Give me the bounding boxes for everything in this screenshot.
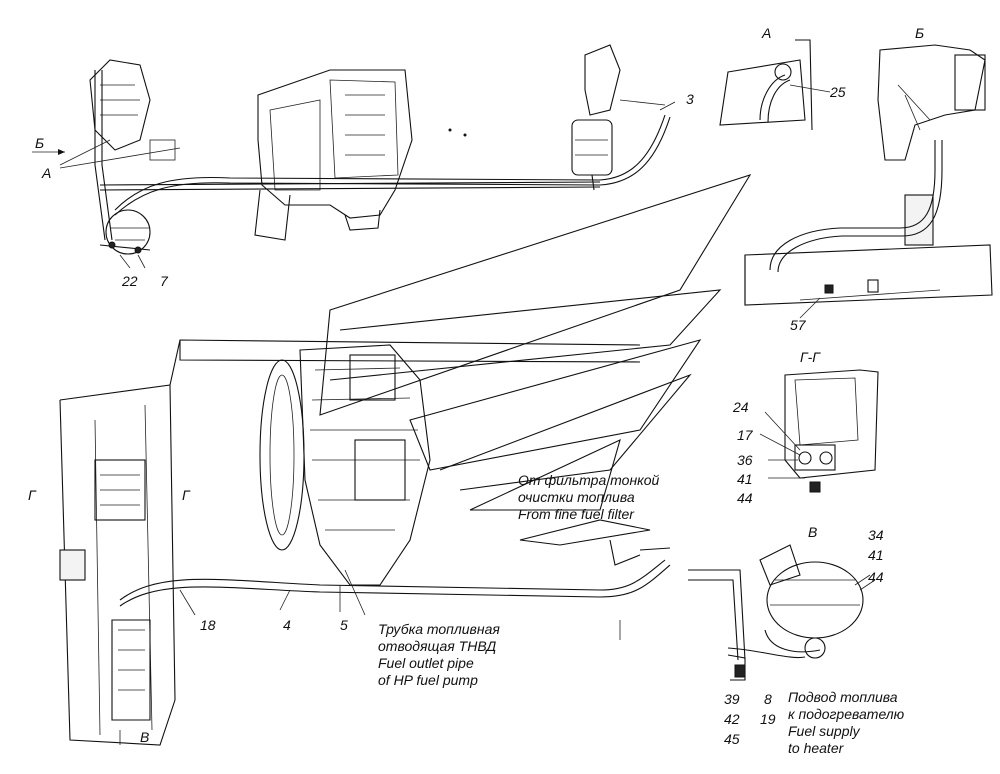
top-main-view bbox=[32, 44, 676, 269]
note-heater-supply-4: to heater bbox=[788, 740, 845, 756]
note-outlet-pipe-2: отводящая ТНВД bbox=[378, 638, 496, 654]
detail-b bbox=[744, 44, 993, 319]
callout-numbers: 3 25 22 7 57 24 17 36 41 44 34 41 44 18 … bbox=[121, 84, 884, 747]
view-labels: А Б Г-Г В Г Г Б А В bbox=[28, 25, 924, 745]
note-fine-filter-2: очистки топлива bbox=[518, 489, 635, 505]
view-arrow-b: Б bbox=[35, 135, 44, 151]
callout-39: 39 bbox=[724, 691, 740, 707]
section-mark-left: Г bbox=[28, 487, 37, 503]
view-label-a: А bbox=[761, 25, 771, 41]
callout-3: 3 bbox=[686, 91, 694, 107]
callout-8: 8 bbox=[764, 691, 772, 707]
note-outlet-pipe-1: Трубка топливная bbox=[378, 621, 500, 637]
callout-5: 5 bbox=[340, 617, 348, 633]
callout-19: 19 bbox=[760, 711, 776, 727]
callout-34: 34 bbox=[868, 527, 884, 543]
callout-41b: 41 bbox=[868, 547, 884, 563]
detail-a bbox=[719, 39, 831, 131]
note-heater-supply-3: Fuel supply bbox=[788, 723, 861, 739]
note-fine-filter-1: От фильтра тонкой bbox=[518, 472, 660, 488]
callout-42: 42 bbox=[724, 711, 740, 727]
callout-7: 7 bbox=[160, 273, 169, 289]
callout-4: 4 bbox=[283, 617, 291, 633]
note-heater-supply-1: Подвод топлива bbox=[788, 689, 898, 705]
callout-45: 45 bbox=[724, 731, 740, 747]
callout-57: 57 bbox=[790, 317, 807, 333]
callout-17: 17 bbox=[737, 427, 754, 443]
callout-25: 25 bbox=[829, 84, 846, 100]
callout-22: 22 bbox=[121, 273, 138, 289]
note-outlet-pipe-3: Fuel outlet pipe bbox=[378, 655, 474, 671]
annotation-notes: От фильтра тонкой очистки топлива From f… bbox=[378, 472, 905, 756]
bottom-main-view bbox=[59, 174, 752, 746]
callout-44b: 44 bbox=[868, 569, 884, 585]
callout-41a: 41 bbox=[737, 471, 753, 487]
callout-18: 18 bbox=[200, 617, 216, 633]
view-label-g-g: Г-Г bbox=[800, 349, 821, 365]
note-heater-supply-2: к подогревателю bbox=[788, 706, 905, 722]
view-label-v: В bbox=[808, 524, 817, 540]
view-arrow-a: А bbox=[41, 165, 51, 181]
detail-g-g bbox=[759, 369, 879, 493]
view-arrow-v: В bbox=[140, 729, 149, 745]
note-fine-filter-3: From fine fuel filter bbox=[518, 506, 635, 522]
view-label-b: Б bbox=[915, 25, 924, 41]
note-outlet-pipe-4: of HP fuel pump bbox=[378, 672, 478, 688]
detail-v bbox=[688, 544, 876, 681]
callout-36: 36 bbox=[737, 452, 753, 468]
callout-24: 24 bbox=[732, 399, 749, 415]
section-mark-right: Г bbox=[182, 487, 191, 503]
callout-44a: 44 bbox=[737, 490, 753, 506]
